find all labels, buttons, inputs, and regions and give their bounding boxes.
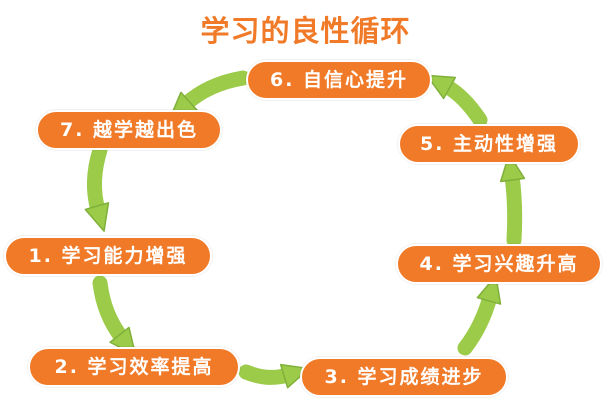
step-label-5: 5. 主动性增强 bbox=[419, 132, 559, 155]
step-pill-5: 5. 主动性增强 bbox=[398, 124, 580, 164]
arrow-5-to-6 bbox=[426, 74, 488, 128]
arrow-6-to-7 bbox=[168, 70, 251, 120]
step-pill-2: 2. 学习效率提高 bbox=[28, 347, 240, 387]
step-label-3: 3. 学习成绩进步 bbox=[324, 365, 484, 388]
arrow-1-to-2 bbox=[92, 275, 137, 357]
arrow-4-to-5 bbox=[499, 153, 526, 248]
arrow-3-to-4 bbox=[457, 275, 502, 356]
step-label-2: 2. 学习效率提高 bbox=[54, 355, 214, 378]
step-label-6: 6. 自信心提升 bbox=[269, 68, 409, 91]
arrow-7-to-1 bbox=[84, 142, 110, 232]
arrow-2-to-3 bbox=[238, 363, 310, 389]
step-pill-7: 7. 越学越出色 bbox=[36, 110, 222, 150]
step-label-1: 1. 学习能力增强 bbox=[28, 244, 188, 267]
step-pill-4: 4. 学习兴趣升高 bbox=[396, 244, 602, 284]
step-label-7: 7. 越学越出色 bbox=[59, 118, 199, 141]
diagram-title: 学习的良性循环 bbox=[200, 14, 411, 48]
step-pill-1: 1. 学习能力增强 bbox=[4, 236, 212, 276]
step-pill-3: 3. 学习成绩进步 bbox=[300, 357, 508, 397]
step-label-4: 4. 学习兴趣升高 bbox=[419, 252, 579, 275]
step-pill-6: 6. 自信心提升 bbox=[246, 60, 432, 100]
